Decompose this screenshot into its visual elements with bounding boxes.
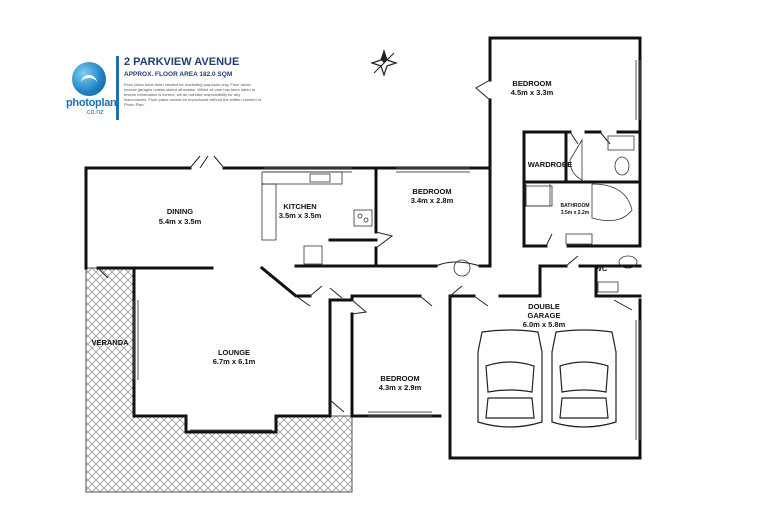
label-bathroom: BATHROOM — [560, 203, 589, 209]
photoplan-globe-icon — [72, 62, 106, 96]
car-right-icon — [551, 329, 617, 428]
disclaimer-text: Floor plans have been created for market… — [124, 82, 262, 107]
compass-rose-icon — [370, 49, 398, 77]
windows — [133, 60, 641, 440]
floor-area: APPROX. FLOOR AREA 182.0 SQM — [124, 71, 233, 78]
label-lounge-size: 6.7m x 6.1m — [213, 357, 256, 366]
photoplan-logo: photoplan .co.nz — [66, 62, 118, 124]
car-left-icon — [477, 329, 543, 428]
veranda-deck — [85, 267, 353, 493]
label-bedroom-2: BEDROOM — [512, 79, 551, 88]
label-kitchen-size: 3.5m x 3.5m — [279, 211, 322, 220]
label-wardrobe: WARDROBE — [528, 160, 573, 169]
label-veranda: VERANDA — [91, 338, 129, 347]
label-kitchen: KITCHEN — [283, 202, 316, 211]
title-divider — [116, 56, 119, 120]
garage-cars — [477, 329, 617, 428]
property-address: 2 PARKVIEW AVENUE — [124, 56, 240, 68]
label-bedroom-1: BEDROOM — [412, 187, 451, 196]
label-bathroom-size: 3.5m x 2.2m — [561, 210, 590, 216]
label-bedroom-1-size: 3.4m x 2.8m — [411, 196, 454, 205]
label-garage-line2: GARAGE — [528, 311, 561, 320]
label-bedroom-3: BEDROOM — [380, 374, 419, 383]
label-dining: DINING — [167, 207, 193, 216]
label-bedroom-3-size: 4.3m x 2.9m — [379, 383, 422, 392]
label-dining-size: 5.4m x 3.5m — [159, 217, 202, 226]
label-garage-size: 6.0m x 5.8m — [523, 320, 566, 329]
walls — [84, 36, 642, 460]
brand-domain: .co.nz — [85, 109, 104, 116]
brand-name: photoplan — [66, 97, 117, 109]
label-lounge: LOUNGE — [218, 348, 250, 357]
label-wc: WC — [595, 264, 608, 273]
door-swings — [97, 79, 633, 413]
label-garage-line1: DOUBLE — [528, 302, 560, 311]
fixtures — [261, 135, 638, 293]
label-bedroom-2-size: 4.5m x 3.3m — [511, 88, 554, 97]
